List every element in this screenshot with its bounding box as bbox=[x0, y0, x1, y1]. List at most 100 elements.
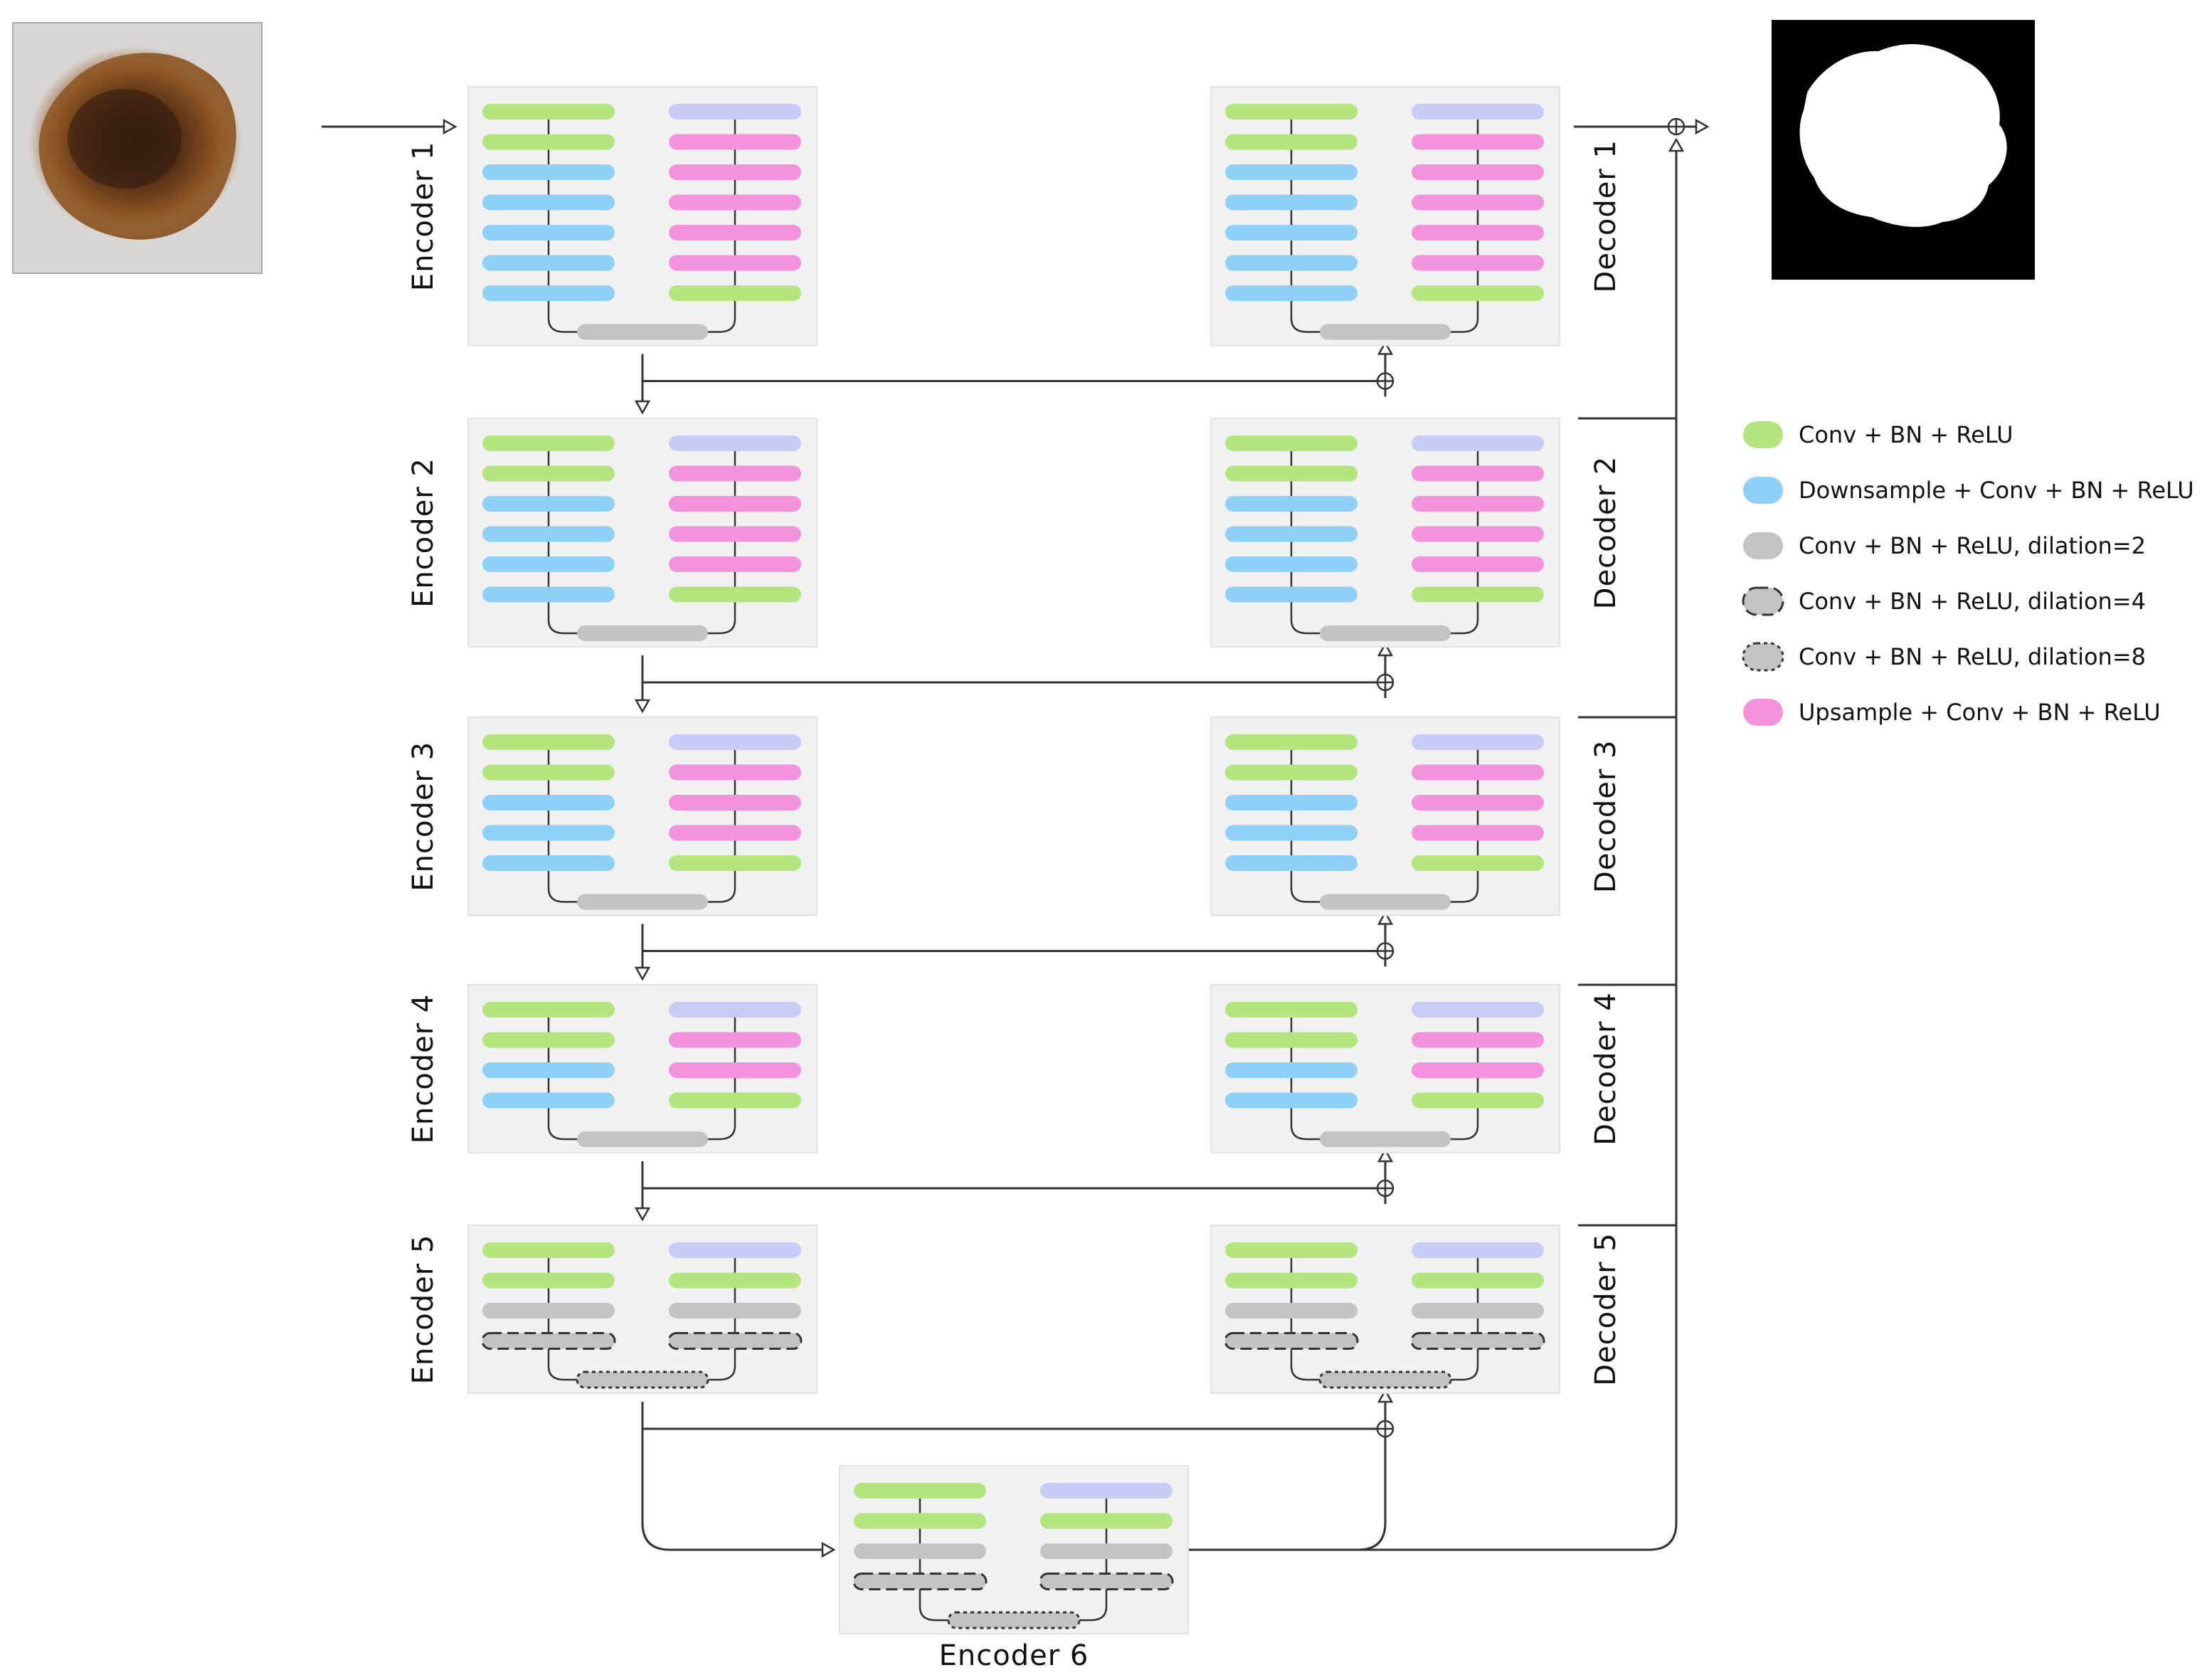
decoder-2-left-layer bbox=[1225, 586, 1358, 603]
encoder-2-right-layer bbox=[669, 526, 801, 542]
decoder-3-right-layer bbox=[1412, 734, 1544, 750]
encoder-2-left-layer bbox=[482, 556, 615, 572]
decoder-2-block bbox=[1210, 418, 1560, 648]
skip-add-node bbox=[1376, 673, 1395, 692]
decoder-4-left-layer bbox=[1225, 1002, 1358, 1018]
decoder-3-right-layer bbox=[1412, 795, 1544, 810]
decoder-3-left-layer bbox=[1225, 825, 1358, 841]
encoder-6-label: Encoder 6 bbox=[939, 1639, 1089, 1672]
encoder-5-block bbox=[467, 1225, 817, 1394]
decoder-3-panel bbox=[1210, 717, 1560, 916]
encoder-1-left-layer bbox=[482, 285, 615, 301]
decoder-4-right-layer bbox=[1412, 1032, 1544, 1048]
encoder-4-left-layer bbox=[482, 1062, 615, 1078]
encoder-down-arrowhead bbox=[634, 1207, 651, 1222]
encoder-1-left-layer bbox=[482, 194, 615, 211]
decoder-2-left-layer bbox=[1225, 526, 1358, 542]
decoder-1-left-layer bbox=[1225, 164, 1358, 180]
encoder-4-right-layer bbox=[669, 1062, 801, 1078]
encoder-1-left-layer bbox=[482, 255, 615, 271]
decoder-3-right-layer bbox=[1412, 825, 1544, 841]
encoder-5-left-layer bbox=[482, 1242, 615, 1258]
encoder-1-right-layer bbox=[669, 225, 801, 241]
encoder-2-right-layer bbox=[669, 496, 801, 512]
decoder-2-right-layer bbox=[1412, 526, 1544, 542]
decoder-up-arrowhead bbox=[1377, 642, 1394, 657]
encoder-5-right-layer bbox=[667, 1332, 803, 1350]
encoder-5-right-layer bbox=[669, 1272, 801, 1289]
legend-label-down: Downsample + Conv + BN + ReLU bbox=[1799, 477, 2194, 504]
decoder-2-right-layer bbox=[1412, 496, 1544, 512]
encoder-1-right-layer bbox=[669, 104, 801, 120]
encoder-1-right-layer bbox=[669, 285, 801, 301]
legend-item-dil2: Conv + BN + ReLU, dilation=2 bbox=[1743, 532, 2146, 559]
skip-add-node bbox=[1376, 372, 1395, 390]
encoder-1-left-layer bbox=[482, 104, 615, 120]
decoder-1-right-layer bbox=[1412, 134, 1544, 150]
decoder-3-left-layer bbox=[1225, 734, 1358, 750]
decoder-4-left-layer bbox=[1225, 1032, 1358, 1048]
encoder-5-bottleneck-layer bbox=[576, 1370, 709, 1389]
decoder-5-left-layer bbox=[1225, 1242, 1358, 1258]
encoder-4-bottleneck-layer bbox=[577, 1131, 708, 1147]
encoder-2-left-layer bbox=[482, 435, 615, 451]
decoder-1-right-layer bbox=[1412, 285, 1544, 301]
legend-swatch-up bbox=[1743, 699, 1783, 726]
encoder-6-right-layer bbox=[1039, 1573, 1174, 1590]
encoder-2-label: Encoder 2 bbox=[407, 458, 440, 608]
decoder-up-arrowhead bbox=[1377, 1388, 1394, 1403]
encoder-3-left-layer bbox=[482, 825, 615, 841]
output-arrowhead bbox=[1695, 118, 1710, 135]
legend-item-dil4: Conv + BN + ReLU, dilation=4 bbox=[1742, 586, 2146, 616]
connection-lines bbox=[322, 117, 1710, 1558]
legend-label-dil4: Conv + BN + ReLU, dilation=4 bbox=[1799, 588, 2146, 615]
decoder-2-label: Decoder 2 bbox=[1589, 456, 1622, 609]
skip-add-node bbox=[1376, 1420, 1395, 1438]
encoder-3-left-layer bbox=[482, 734, 615, 750]
decoder-4-right-layer bbox=[1412, 1002, 1544, 1018]
encoder-down-arrowhead bbox=[634, 966, 651, 981]
decoder-4-block bbox=[1210, 984, 1560, 1153]
encoder-5-right-layer bbox=[669, 1242, 801, 1258]
encoder-1-left-layer bbox=[482, 164, 615, 180]
encoder-4-right-layer bbox=[669, 1002, 801, 1018]
decoder-1-label: Decoder 1 bbox=[1589, 139, 1622, 292]
encoder-1-left-layer bbox=[482, 225, 615, 241]
encoder-5-label: Encoder 5 bbox=[407, 1235, 440, 1385]
decoder-1-right-layer bbox=[1412, 194, 1544, 211]
encoder-1-block bbox=[467, 86, 817, 347]
decoder-1-left-layer bbox=[1225, 225, 1358, 241]
encoder-2-left-layer bbox=[482, 496, 615, 512]
decoder-5-left-layer bbox=[1225, 1303, 1358, 1319]
decoder-4-left-layer bbox=[1225, 1062, 1358, 1078]
decoder-3-bottleneck-layer bbox=[1320, 894, 1451, 910]
decoder-4-left-layer bbox=[1225, 1092, 1358, 1109]
decoder-2-left-layer bbox=[1225, 556, 1358, 572]
encoder-2-bottleneck-layer bbox=[577, 625, 708, 641]
encoder-6-left-layer bbox=[854, 1513, 986, 1529]
encoder-1-panel bbox=[467, 86, 817, 347]
decoder-3-block bbox=[1210, 717, 1560, 916]
encoder-3-block bbox=[467, 717, 817, 916]
decoder-1-panel bbox=[1210, 86, 1560, 347]
encoder-1-right-layer bbox=[669, 164, 801, 180]
encoder-1-left-layer bbox=[482, 134, 615, 150]
decoder-4-label: Decoder 4 bbox=[1589, 992, 1622, 1145]
encoder-1-right-layer bbox=[669, 134, 801, 150]
encoder-down-arrowhead bbox=[634, 699, 651, 714]
encoder-4-block bbox=[467, 984, 817, 1153]
encoder-3-panel bbox=[467, 717, 817, 916]
legend-label-up: Upsample + Conv + BN + ReLU bbox=[1799, 699, 2161, 726]
decoder-5-block bbox=[1210, 1225, 1560, 1394]
decoder-2-right-layer bbox=[1412, 556, 1544, 572]
decoder-5-label: Decoder 5 bbox=[1589, 1232, 1622, 1385]
encoder-3-right-layer bbox=[669, 795, 801, 810]
encoder-3-label: Encoder 3 bbox=[407, 741, 440, 892]
decoder-5-left-layer bbox=[1225, 1272, 1358, 1289]
encoder-4-right-layer bbox=[669, 1032, 801, 1048]
skip-add-node bbox=[1376, 942, 1395, 960]
encoder-3-right-layer bbox=[669, 734, 801, 750]
decoder-5-right-layer bbox=[1412, 1242, 1544, 1258]
